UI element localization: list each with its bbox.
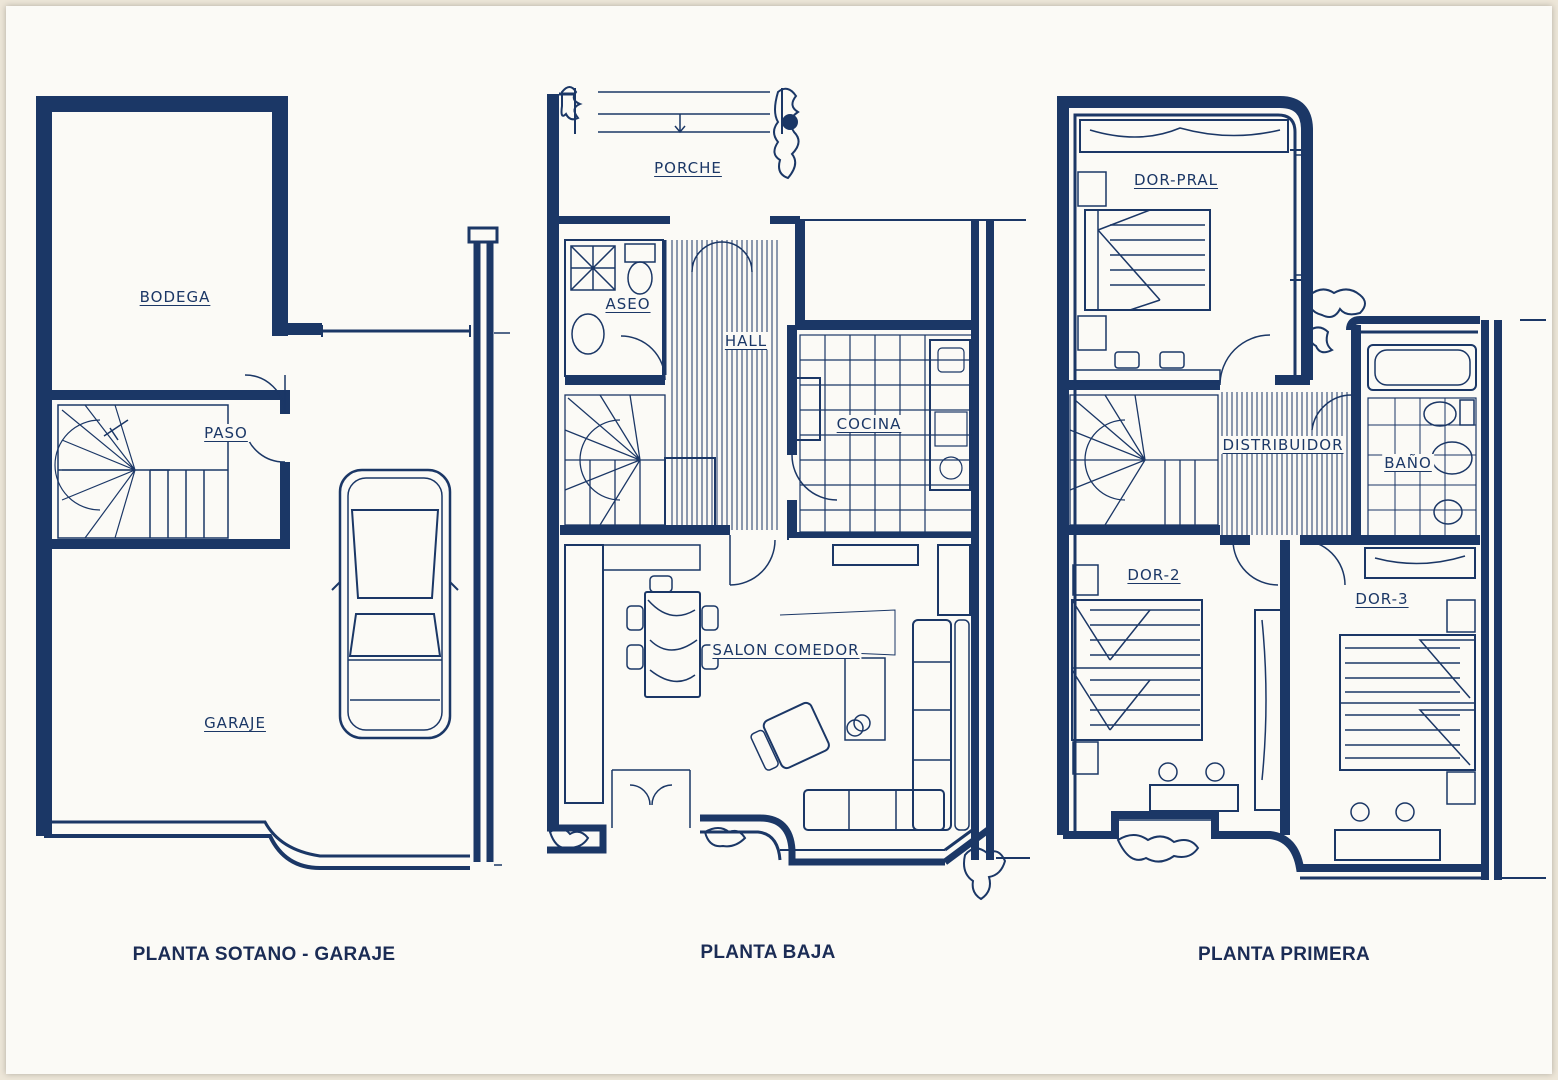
kitchen-tile-grid — [794, 334, 973, 533]
aseo-fixtures — [564, 239, 664, 377]
stairs-primera — [1069, 394, 1219, 526]
distribuidor-hatching — [1221, 392, 1348, 535]
room-label-hall: HALL — [722, 332, 770, 350]
car-illustration — [331, 468, 459, 740]
plan-title-baja: PLANTA BAJA — [700, 942, 836, 963]
plan-primera-walls — [1057, 96, 1546, 880]
room-label-garaje: GARAJE — [202, 714, 268, 732]
hall-hatching — [671, 240, 778, 530]
plant-decorations — [548, 86, 1366, 901]
stairs-baja — [564, 394, 716, 529]
room-label-cocina: COCINA — [834, 415, 904, 433]
dor2-furniture — [1071, 564, 1284, 812]
room-label-bodega: BODEGA — [137, 288, 213, 306]
plan-baja-walls — [547, 88, 1030, 866]
plan-title-primera: PLANTA PRIMERA — [1197, 944, 1371, 965]
plan-title-sotano: PLANTA SOTANO - GARAJE — [132, 944, 396, 965]
floor-plans-drawing — [36, 86, 1546, 901]
room-label-porche: PORCHE — [652, 159, 724, 177]
room-label-salon-comedor: SALON COMEDOR — [710, 641, 862, 659]
room-label-bano: BAÑO — [1382, 454, 1434, 472]
room-label-paso: PASO — [202, 424, 250, 442]
room-label-aseo: ASEO — [603, 295, 653, 313]
dor-pral-furniture — [1074, 119, 1289, 383]
blueprint-sheet: BODEGA PASO GARAJE PORCHE ASEO HALL COCI… — [6, 6, 1552, 1074]
room-label-dor-2: DOR-2 — [1125, 566, 1183, 584]
dor3-furniture — [1334, 547, 1476, 861]
salon-furniture — [564, 544, 971, 831]
plan-sotano-walls — [36, 96, 510, 870]
room-label-dor-3: DOR-3 — [1353, 590, 1411, 608]
room-label-distribuidor: DISTRIBUIDOR — [1220, 436, 1346, 454]
bano-fixtures — [1367, 344, 1477, 537]
room-label-dor-pral: DOR-PRAL — [1131, 171, 1221, 189]
